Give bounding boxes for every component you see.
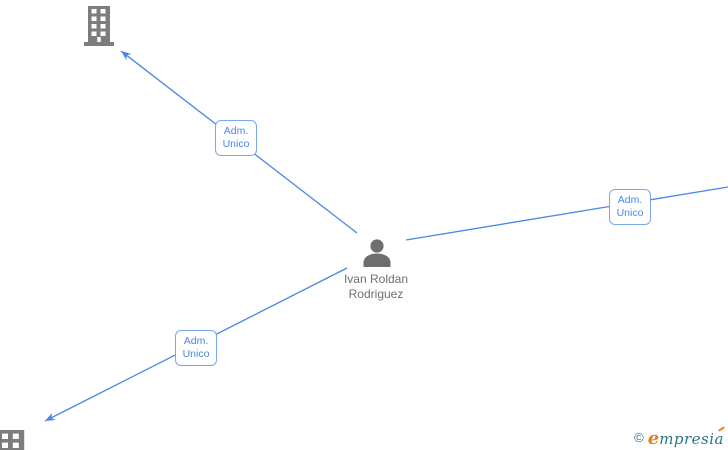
edge-line-right — [405, 186, 728, 241]
person-name[interactable]: Ivan Roldan Rodriguez — [343, 272, 409, 301]
company-node-top-left[interactable] — [84, 6, 114, 46]
brand-name: empresia — [647, 426, 725, 449]
empresia-watermark: ©empresia — [634, 426, 725, 449]
edge-label-line1: Adm. — [223, 125, 249, 137]
edge-label-line2: Unico — [182, 348, 210, 360]
brand-rest: mpresia — [659, 430, 724, 448]
person-icon — [363, 239, 391, 267]
edge-label-right[interactable]: Adm. Unico — [609, 189, 651, 225]
edge-label-bottom-left[interactable]: Adm. Unico — [175, 330, 217, 366]
edge-label-line2: Unico — [616, 207, 644, 219]
edge-label-line2: Unico — [222, 138, 250, 150]
person-node[interactable] — [362, 239, 392, 267]
building-icon — [0, 430, 25, 450]
edge-label-line1: Adm. — [617, 194, 643, 206]
edge-label-top-left[interactable]: Adm. Unico — [215, 120, 257, 156]
brand-lead-letter: e — [647, 428, 660, 449]
edge-label-line1: Adm. — [183, 335, 209, 347]
building-icon — [84, 6, 114, 46]
company-node-bottom-left[interactable] — [0, 430, 29, 450]
copyright-symbol: © — [634, 430, 644, 445]
